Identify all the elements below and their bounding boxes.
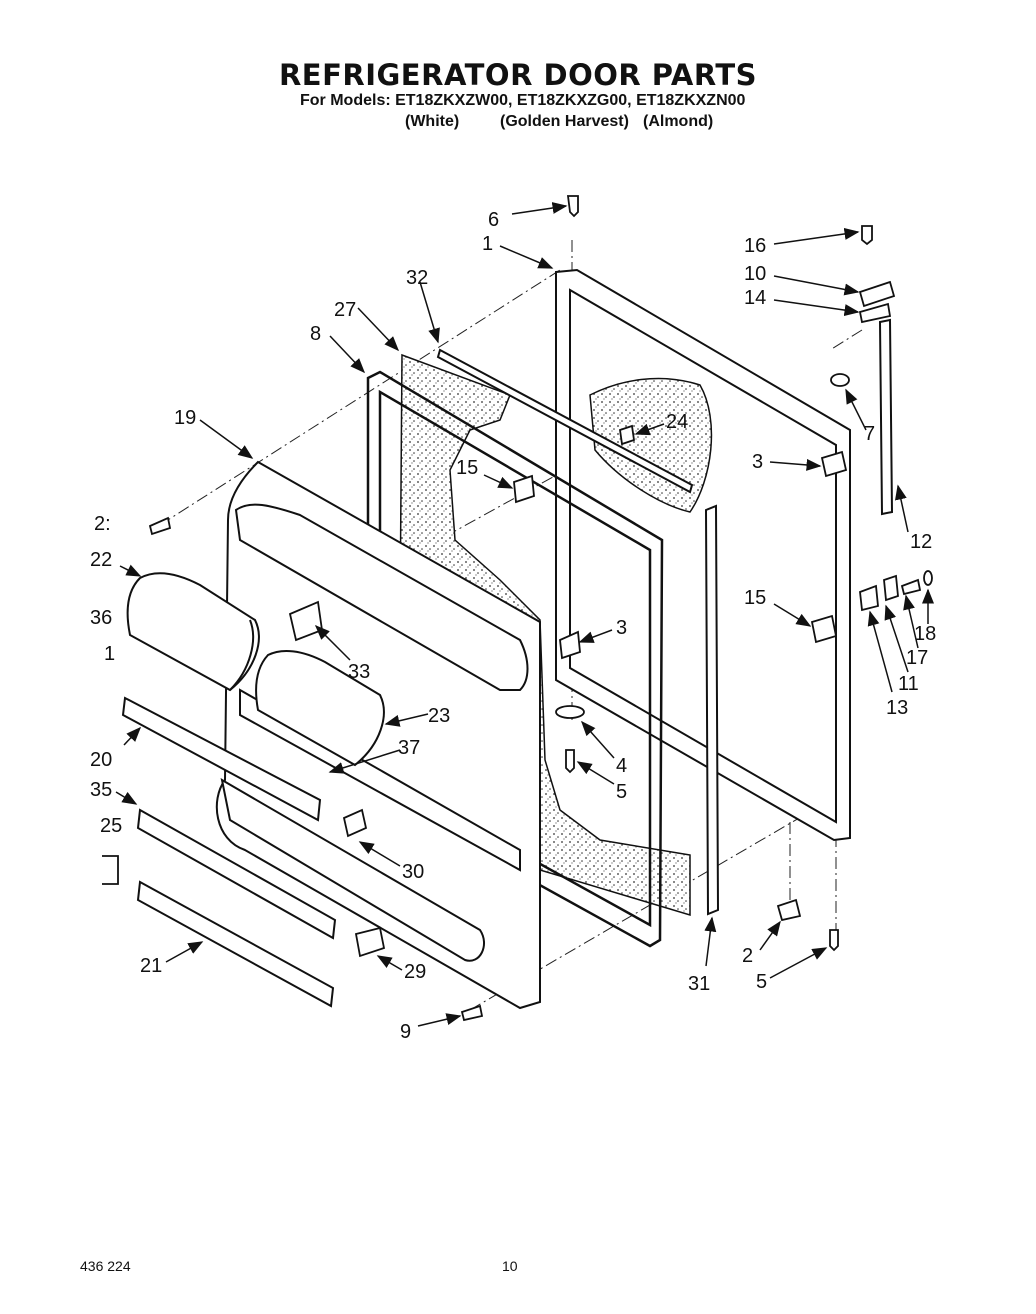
callout: 2 — [742, 945, 753, 967]
top-rail-strip — [436, 348, 694, 494]
callout: 27 — [334, 299, 356, 321]
callout: 11 — [898, 673, 919, 695]
callout: 10 — [744, 263, 766, 285]
callout: 18 — [914, 623, 936, 645]
callout: 24 — [666, 411, 688, 433]
callout: 14 — [744, 287, 766, 309]
shelf-rails — [121, 696, 337, 1008]
callout: 33 — [348, 661, 370, 683]
callout: 3 — [752, 451, 763, 473]
callout: 25 — [100, 815, 122, 837]
callout: 31 — [688, 973, 710, 995]
callout: 20 — [90, 749, 112, 771]
callout: 30 — [402, 861, 424, 883]
callout: 1 — [482, 233, 493, 255]
callout: 35 — [90, 779, 112, 801]
callout: 9 — [400, 1021, 411, 1043]
page-title: REFRIGERATOR DOOR PARTS — [278, 58, 758, 92]
callout: 12 — [910, 531, 932, 553]
leader-arrows — [115, 202, 934, 1027]
callout: 8 — [310, 323, 321, 345]
page-number: 10 — [502, 1258, 518, 1274]
hardware-parts — [102, 195, 933, 1022]
outer-door-panel — [555, 268, 851, 842]
callout: 13 — [886, 697, 908, 719]
callout: 5 — [616, 781, 627, 803]
document-number: 436 224 — [80, 1258, 131, 1274]
callout: 32 — [406, 267, 428, 289]
callout: 6 — [488, 209, 499, 231]
variant-golden-harvest: (Golden Harvest) — [500, 113, 629, 130]
callout: 2: — [94, 513, 111, 535]
variant-almond: (Almond) — [643, 113, 714, 130]
callout: 19 — [174, 407, 196, 429]
models-line: For Models: ET18ZKXZW00, ET18ZKXZG00, ET… — [300, 92, 746, 109]
callout: 7 — [864, 423, 875, 445]
callout-labels: 1 2 3 3 4 5 5 6 7 8 9 10 11 12 13 14 15 … — [90, 209, 936, 1043]
callout: 17 — [906, 647, 928, 669]
callout: 23 — [428, 705, 450, 727]
side-gasket-strip — [704, 504, 720, 916]
callout: 5 — [756, 971, 767, 993]
callout: 37 — [398, 737, 420, 759]
callout: 22 — [90, 549, 112, 571]
callout: 15 — [456, 457, 478, 479]
callout: 29 — [404, 961, 426, 983]
hinge-rod — [878, 318, 894, 516]
callout: 16 — [744, 235, 766, 257]
variant-white: (White) — [405, 113, 460, 130]
callout: 36 — [90, 607, 112, 629]
callout: 15 — [744, 587, 766, 609]
callout: 4 — [616, 755, 627, 777]
door-bin-upper — [126, 572, 260, 692]
callout: 3 — [616, 617, 627, 639]
door-bin-lower — [255, 649, 385, 767]
callout: 21 — [140, 955, 162, 977]
callout: 1 — [104, 643, 115, 665]
